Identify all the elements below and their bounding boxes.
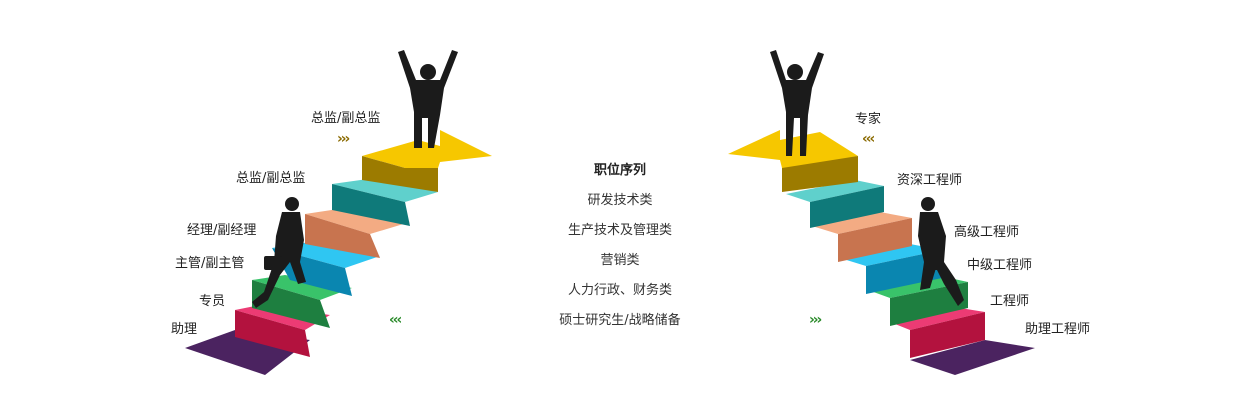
left-step-4: [305, 208, 410, 234]
right-level-label: 资深工程师: [897, 173, 963, 188]
left-step-1: [235, 305, 330, 330]
right-top-step: [728, 130, 858, 168]
left-level-label: 专员: [199, 294, 226, 309]
left-level-label: 经理/副经理: [187, 223, 257, 238]
right-top-person-icon: [770, 50, 824, 156]
middle-right-chevrons-icon: ›››: [809, 312, 822, 328]
job-sequence-item: 生产技术及管理类: [567, 223, 672, 238]
left-level-label: 总监/副总监: [311, 111, 381, 126]
job-sequence-item: 硕士研究生/战略储备: [559, 313, 681, 328]
right-step-1: [890, 308, 985, 330]
job-sequence-item: 研发技术类: [587, 193, 653, 208]
left-top-person-icon: [398, 50, 458, 148]
right-level-label: 工程师: [990, 294, 1030, 309]
job-sequence-list: 职位序列 研发技术类 生产技术及管理类 营销类 人力行政、财务类 硕士研究生/战…: [520, 160, 720, 340]
left-level-label: 总监/副总监: [236, 171, 306, 186]
right-level-label: 专家: [855, 112, 882, 127]
job-sequence-title: 职位序列: [593, 163, 646, 178]
left-level-label: 助理: [171, 322, 198, 337]
left-top-step: [362, 130, 492, 168]
middle-left-chevrons-icon: ‹‹‹: [389, 312, 402, 328]
right-top-chevrons-icon: ‹‹‹: [862, 131, 875, 147]
right-step-5: [786, 180, 884, 202]
left-level-label: 主管/副主管: [175, 256, 245, 271]
right-level-label: 高级工程师: [954, 225, 1020, 240]
left-step-5: [332, 178, 438, 202]
right-level-label: 助理工程师: [1025, 322, 1091, 337]
job-sequence-item: 营销类: [600, 253, 640, 268]
right-climber-person-icon: [918, 197, 964, 306]
right-level-label: 中级工程师: [967, 258, 1033, 273]
left-climber-person-icon: [252, 197, 306, 308]
right-base-step: [910, 340, 1035, 375]
left-top-chevrons-icon: ›››: [337, 131, 350, 147]
right-step-3: [840, 244, 942, 266]
right-step-4: [812, 212, 912, 234]
job-sequence-item: 人力行政、财务类: [567, 283, 672, 298]
